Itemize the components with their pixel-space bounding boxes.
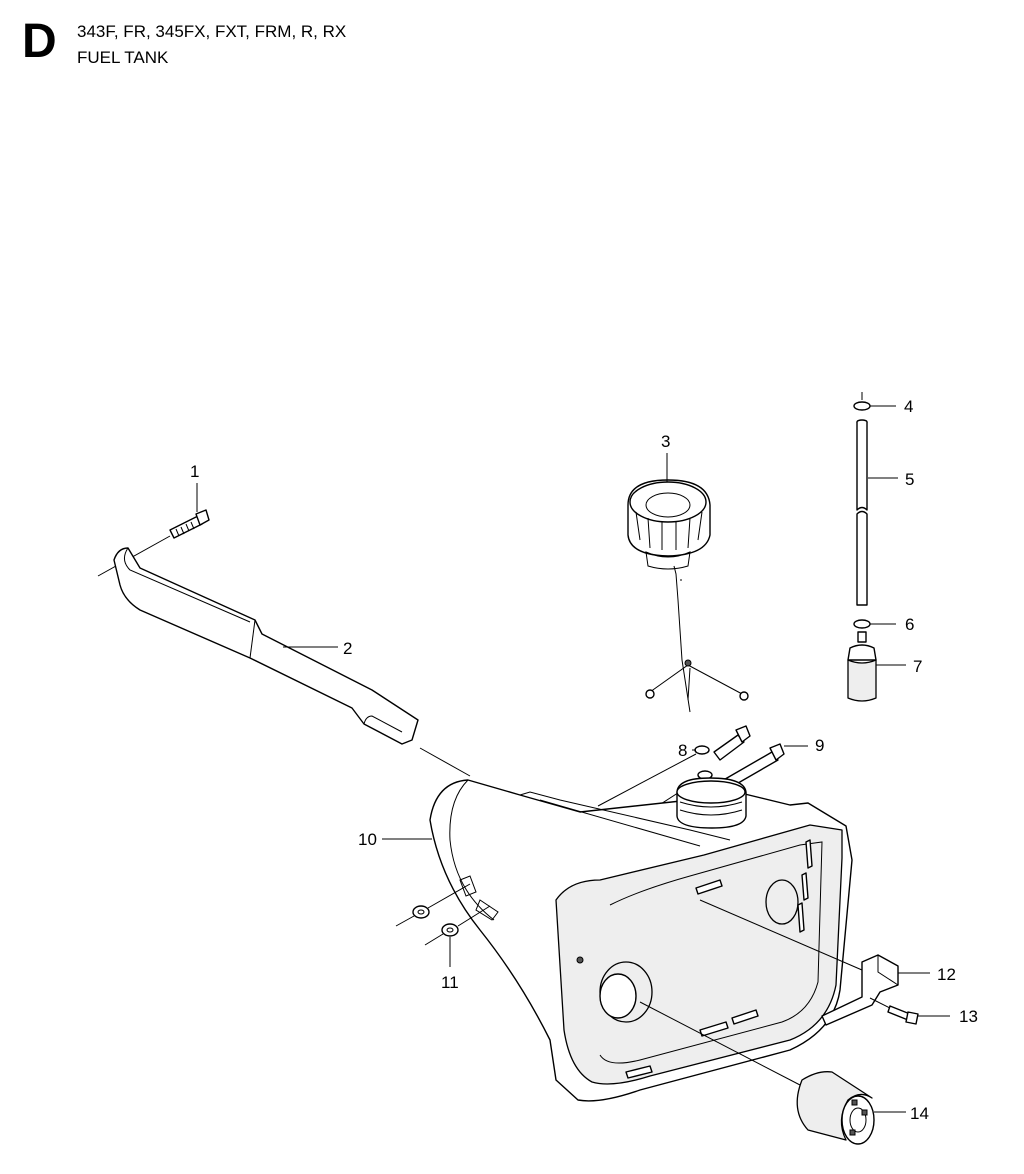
- part-4-o-ring: [853, 401, 871, 411]
- part-14-bushing: [796, 1071, 875, 1145]
- assembly-line-8: [597, 753, 697, 807]
- diagram-title: FUEL TANK: [77, 48, 169, 67]
- assembly-line-13: [869, 997, 891, 1009]
- callout-13: 13: [959, 1007, 978, 1026]
- part-12-clip: [821, 954, 899, 1026]
- callout-11: 11: [441, 973, 459, 992]
- callout-6: 6: [905, 615, 914, 634]
- assembly-line-14: [639, 1001, 801, 1086]
- callout-4: 4: [904, 397, 913, 416]
- assembly-line-12: [699, 899, 863, 971]
- assembly-line-2: [419, 747, 471, 777]
- callout-3: 3: [661, 432, 670, 451]
- callout-12: 12: [937, 965, 956, 984]
- callout-14: 14: [910, 1104, 929, 1123]
- diagram-header: D 343F, FR, 345FX, FXT, FRM, R, RX FUEL …: [0, 0, 1024, 90]
- part-5-fuel-hose: [856, 419, 868, 606]
- callout-2: 2: [343, 639, 352, 658]
- assembly-line-1: [97, 535, 171, 577]
- part-7-fuel-filter: [847, 631, 877, 702]
- part-13-screw: [887, 1005, 919, 1025]
- callout-1: 1: [190, 462, 199, 481]
- part-6-o-ring: [853, 619, 871, 629]
- assembly-line-11b: [424, 905, 491, 946]
- part-2-bracket: [113, 547, 419, 745]
- part-3-fuel-cap: [627, 479, 749, 713]
- part-10-fuel-tank: [429, 777, 853, 1102]
- callout-9: 9: [815, 736, 824, 755]
- callout-5: 5: [905, 470, 914, 489]
- part-1-screw: [169, 509, 210, 539]
- part-8-washer: [694, 745, 713, 780]
- part-11-nut: [412, 905, 459, 937]
- callout-8: 8: [678, 741, 687, 760]
- callout-7: 7: [913, 657, 922, 676]
- section-letter: D: [22, 15, 57, 68]
- model-list: 343F, FR, 345FX, FXT, FRM, R, RX: [77, 22, 347, 41]
- assembly-line-11a: [395, 883, 471, 927]
- callout-10: 10: [358, 830, 377, 849]
